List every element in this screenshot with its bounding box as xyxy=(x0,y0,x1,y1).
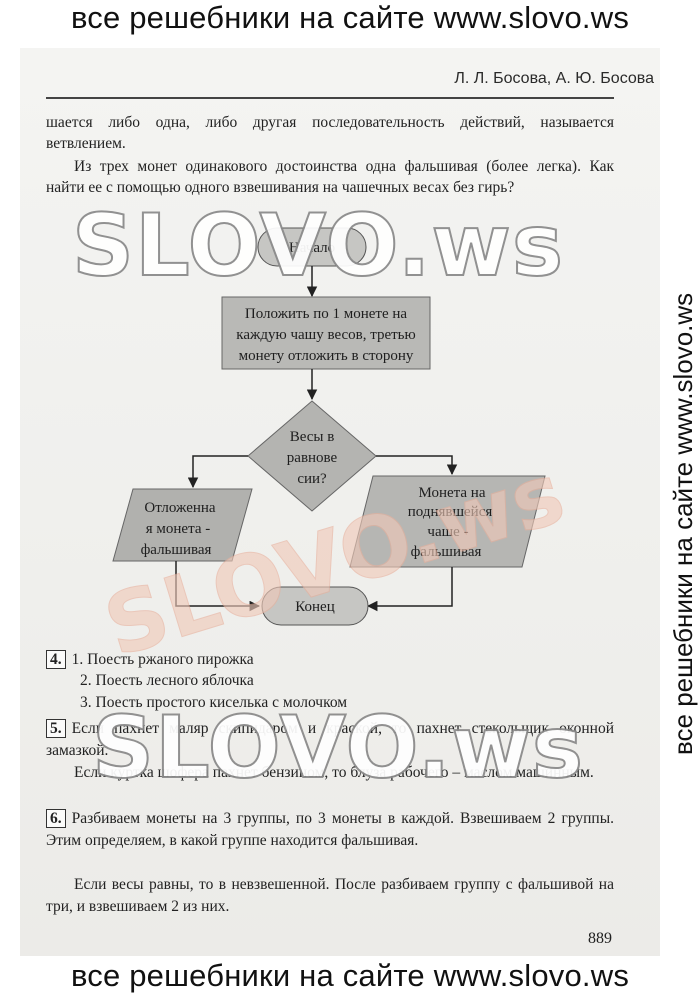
flow-branch-left xyxy=(187,455,248,489)
flow-left-line-2: я монета - xyxy=(146,521,210,537)
intro-paragraph: шается либо одна, либо другая последоват… xyxy=(46,114,614,152)
page-number: 889 xyxy=(588,930,612,947)
flow-end-terminator xyxy=(261,586,369,626)
flow-decision-diamond xyxy=(247,400,377,512)
book-page xyxy=(20,48,660,956)
flow-decision-line-3: сии? xyxy=(297,471,327,487)
flow-process-line-2: каждую чашу весов, третью xyxy=(236,327,415,343)
answer-5-paragraph-2: Если куртка шофера пахнет бензином, то б… xyxy=(74,764,594,781)
answer-6-text-1: Разбиваем монеты на 3 группы, по 3 монет… xyxy=(46,810,614,849)
answer-4-item-1-text: 1. Поесть ржаного пирожка xyxy=(71,651,254,668)
flow-left-line-1: Отложенна xyxy=(144,500,216,516)
header-divider xyxy=(46,97,614,99)
flow-right-line-3: чаше - xyxy=(427,524,468,540)
flow-right-result xyxy=(349,475,546,568)
flow-right-line-2: поднявшейся xyxy=(408,504,493,520)
answer-6-paragraph-2: Если весы равны, то в невзвешенной. Посл… xyxy=(46,876,614,915)
answer-6-number: 6. xyxy=(46,809,66,828)
flow-process-line-3: монету отложить в сторону xyxy=(239,348,414,364)
answer-4-item-1: 4. 1. Поесть ржаного пирожка xyxy=(46,650,254,669)
answer-5-number: 5. xyxy=(46,719,66,738)
flow-process-line-1: Положить по 1 монете на xyxy=(245,306,407,322)
site-banner-top: все решебники на сайте www.slovo.ws xyxy=(70,0,630,35)
flow-start-label: Начало xyxy=(289,240,335,256)
answer-6-paragraph-1: 6.Разбиваем монеты на 3 группы, по 3 мон… xyxy=(46,808,614,852)
answer-4-item-2: 2. Поесть лесного яблочка xyxy=(80,672,254,689)
flow-right-line-1: Монета на xyxy=(419,485,486,501)
answer-5-text-1: Если пахнет маляр скипидаром и краской, … xyxy=(46,720,614,759)
flow-left-result xyxy=(112,488,253,562)
answer-5-paragraph-1: 5.Если пахнет маляр скипидаром и краской… xyxy=(46,718,614,762)
flow-merge-left xyxy=(175,561,261,612)
flow-merge-right xyxy=(366,567,453,612)
flow-branch-right xyxy=(376,455,458,476)
running-header-authors: Л. Л. Босова, А. Ю. Босова xyxy=(454,70,654,87)
flow-left-line-3: фальшивая xyxy=(141,542,212,558)
flow-end-label: Конец xyxy=(295,599,334,615)
question-paragraph: Из трех монет одинакового достоинства од… xyxy=(46,158,614,196)
answer-4-item-3: 3. Поесть простого киселька с молочком xyxy=(80,694,348,711)
flow-decision-line-2: равнове xyxy=(287,450,338,466)
answer-4-number: 4. xyxy=(46,650,66,669)
site-banner-bottom: все решебники на сайте www.slovo.ws xyxy=(70,958,630,993)
flow-right-line-4: фальшивая xyxy=(411,544,482,560)
flow-decision-line-1: Весы в xyxy=(290,429,335,445)
flow-process-box xyxy=(221,296,431,370)
